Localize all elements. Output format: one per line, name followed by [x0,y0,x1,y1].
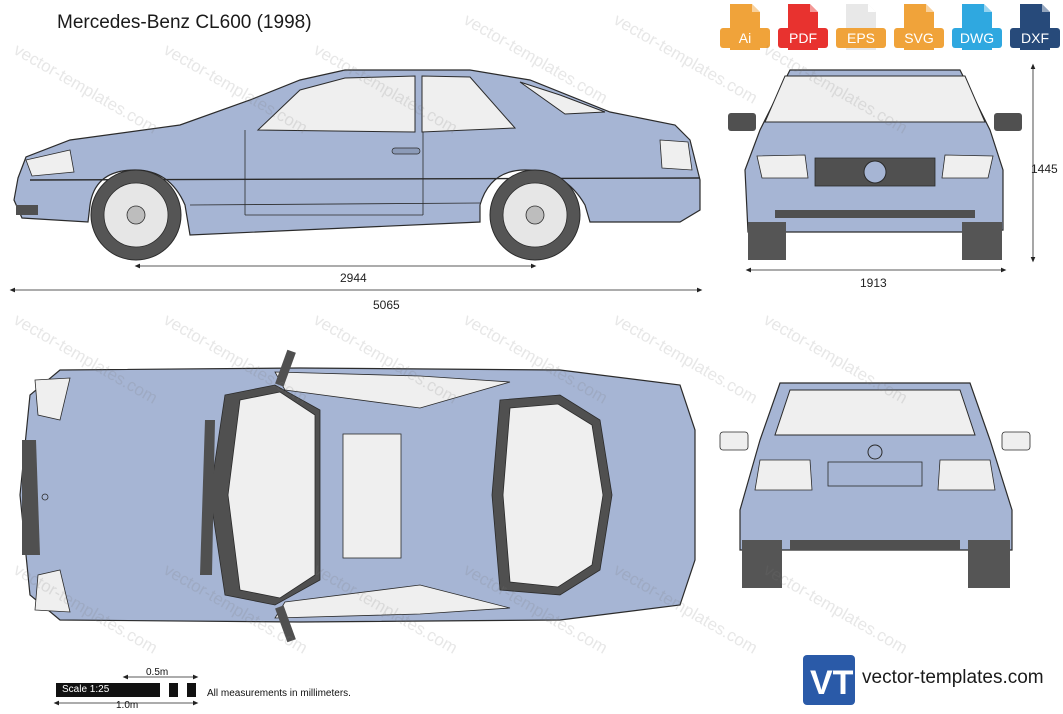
format-ai-icon[interactable]: Ai [720,4,770,52]
side-rear-window [421,75,517,133]
side-front-window [256,75,416,133]
format-svg-icon[interactable]: SVG [894,4,944,52]
top-right-mirror [275,605,296,643]
rear-right-mirror [1001,431,1031,451]
side-door-outline [244,130,424,216]
format-ai-label: Ai [720,28,770,48]
format-dwg-icon[interactable]: DWG [952,4,1002,52]
wheelbase-label: 2944 [340,271,367,285]
side-front-wheel [90,169,182,261]
front-left-headlight [756,154,809,179]
top-sunroof [342,433,402,559]
vt-logo-text: VT [810,664,854,702]
rear-view [719,382,1031,588]
front-windshield [764,75,986,123]
side-view [9,69,703,293]
front-left-mirror [728,113,756,131]
side-rear-glass [519,81,606,115]
side-rear-wheel [489,169,581,261]
scale-half-meter: 0.5m [146,667,169,678]
top-front-bumper [22,440,40,555]
format-dxf-label: DXF [1010,28,1060,48]
format-eps-label: EPS [836,28,886,48]
length-label: 5065 [373,298,400,312]
rear-diffuser [790,540,960,550]
top-wiper [200,420,215,575]
front-view [728,63,1036,273]
side-front-intake [16,205,38,215]
top-left-side-glass [274,371,511,409]
format-pdf-label: PDF [778,28,828,48]
top-left-headlight [34,377,71,421]
side-headlight [25,149,75,177]
format-dwg-label: DWG [952,28,1002,48]
top-windshield [227,391,316,599]
rear-left-taillight [754,459,813,491]
measurements-note: All measurements in millimeters. [207,688,351,699]
rear-plate-recess [827,461,923,487]
front-right-tire [962,222,1002,260]
rear-left-tire [742,540,782,588]
side-body [13,69,701,236]
width-label: 1913 [860,276,887,290]
rear-left-mirror [719,431,749,451]
side-taillight [659,139,693,171]
format-svg-label: SVG [894,28,944,48]
front-star-emblem [863,160,887,184]
top-right-headlight [34,569,71,613]
front-lower-intake [775,210,975,218]
format-eps-icon[interactable]: EPS [836,4,886,52]
front-right-headlight [941,154,994,179]
brand-site[interactable]: vector-templates.com [862,667,1044,688]
front-left-tire [748,222,786,260]
top-right-side-glass [274,584,511,619]
rear-right-tire [968,540,1010,588]
top-rear-window [502,403,604,588]
scale-bar [53,674,199,706]
height-label: 1445 [1031,162,1058,176]
top-left-mirror [275,349,296,387]
scale-one-meter: 1.0m [116,700,139,711]
rear-right-taillight [937,459,996,491]
page-title: Mercedes-Benz CL600 (1998) [57,12,312,33]
side-door-handle [391,147,421,155]
top-view [19,349,696,643]
rear-window [774,389,976,436]
format-dxf-icon[interactable]: DXF [1010,4,1060,52]
front-right-mirror [994,113,1022,131]
scale-label: Scale 1:25 [62,684,110,695]
format-icons: Ai PDF EPS SVG DWG DXF [720,4,1060,52]
format-pdf-icon[interactable]: PDF [778,4,828,52]
vt-logo-icon: VT [803,655,855,705]
rear-star-emblem [867,444,883,460]
top-star-emblem [41,493,49,501]
